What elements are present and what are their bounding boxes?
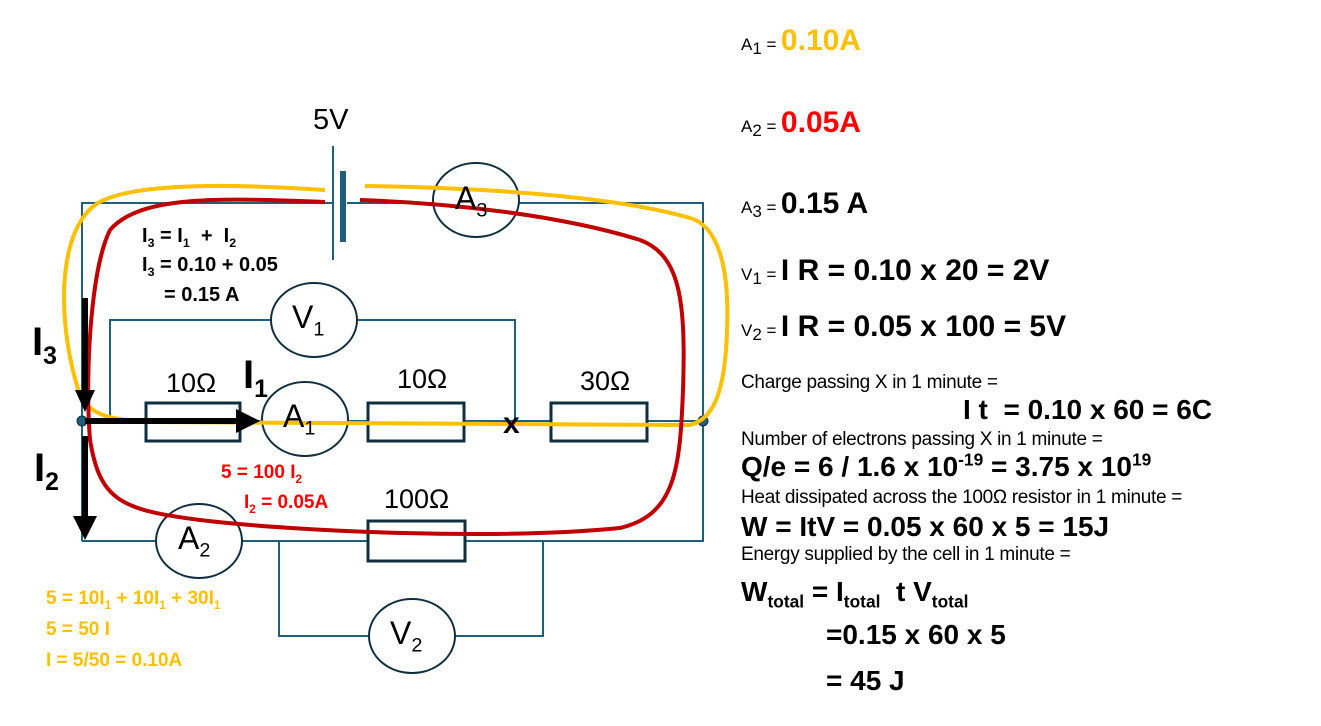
voltmeter-v2-label: V2 <box>390 615 423 657</box>
answer-v1-value: I R = 0.10 x 20 = 2V <box>780 254 1050 287</box>
arrow-i1-head <box>236 409 260 433</box>
cell-voltage-label: 5V <box>313 104 349 136</box>
current-i2-label: I2 <box>34 446 59 496</box>
resistor-10ohm-b-label: 10Ω <box>397 364 448 394</box>
electrons-value: Q/e = 6 / 1.6 x 10-19 = 3.75 x 1019 <box>741 449 1152 482</box>
ammeter-a3 <box>432 162 520 238</box>
energy-calc-line: =0.15 x 60 x 5 <box>826 619 1006 650</box>
charge-description: Charge passing X in 1 minute = <box>741 372 998 393</box>
answer-a3: A3 = 0.15 A <box>741 187 869 222</box>
yellow-loop <box>62 183 730 428</box>
voltmeter-v1 <box>270 282 358 358</box>
energy-description: Energy supplied by the cell in 1 minute … <box>741 544 1071 565</box>
answer-a3-value: 0.15 A <box>780 187 869 220</box>
ammeter-a1 <box>261 381 349 457</box>
wire-v1-right <box>357 319 516 421</box>
energy-formula: Wtotal = Itotal t Vtotal <box>741 576 969 612</box>
answer-a1: A1 = 0.10A <box>741 24 861 59</box>
resistor-100ohm <box>366 519 467 563</box>
junction-eq-line1: I3 = I1 + I2 <box>142 225 237 250</box>
answer-a1-value: 0.10A <box>780 24 861 57</box>
answer-v1: V1 = I R = 0.10 x 20 = 2V <box>741 254 1050 289</box>
yellow-loop-eq-line2: 5 = 50 I <box>46 619 110 640</box>
voltmeter-v1-label: V1 <box>292 299 325 341</box>
red-loop-eq-line2: I2 = 0.05A <box>244 492 329 516</box>
point-x-marker: x <box>503 407 520 440</box>
heat-value: W = ItV = 0.05 x 60 x 5 = 15J <box>741 511 1110 542</box>
answer-a2-value: 0.05A <box>780 106 861 139</box>
current-i3-label: I3 <box>32 320 57 370</box>
ammeter-a2-label: A2 <box>178 520 211 562</box>
junction-eq-line2: I3 = 0.10 + 0.05 <box>142 254 278 279</box>
voltmeter-v2 <box>368 598 456 674</box>
wire-v2-left <box>278 541 368 637</box>
junction-eq-line3: = 0.15 A <box>164 284 240 306</box>
resistor-100ohm-label: 100Ω <box>384 484 450 514</box>
yellow-loop-eq-line1: 5 = 10I1 + 10I1 + 30I1 <box>46 588 221 612</box>
yellow-loop-eq-line3: I = 5/50 = 0.10A <box>46 650 183 671</box>
energy-result: = 45 J <box>826 665 905 696</box>
arrow-i2-head <box>73 516 97 540</box>
ammeter-a3-label: A3 <box>455 180 488 222</box>
wire-v1-left <box>109 319 271 421</box>
answer-a2: A2 = 0.05A <box>741 106 861 141</box>
charge-value: I t = 0.10 x 60 = 6C <box>963 394 1213 425</box>
current-i1-label: I1 <box>243 353 268 403</box>
red-loop-eq-line1: 5 = 100 I2 <box>221 462 303 486</box>
resistor-10ohm-a-label: 10Ω <box>166 368 217 398</box>
resistor-30ohm-label: 30Ω <box>580 366 631 396</box>
ammeter-a1-label: A1 <box>283 398 316 440</box>
red-loop <box>86 197 686 536</box>
current-arrows <box>73 298 260 540</box>
resistor-30ohm <box>549 401 649 443</box>
arrow-i3-head <box>75 390 95 412</box>
heat-description: Heat dissipated across the 100Ω resistor… <box>741 487 1183 508</box>
answer-v2: V2 = I R = 0.05 x 100 = 5V <box>741 310 1067 345</box>
electrons-description: Number of electrons passing X in 1 minut… <box>741 429 1103 450</box>
wire-v2-right <box>455 541 544 637</box>
answer-v2-value: I R = 0.05 x 100 = 5V <box>780 310 1067 343</box>
